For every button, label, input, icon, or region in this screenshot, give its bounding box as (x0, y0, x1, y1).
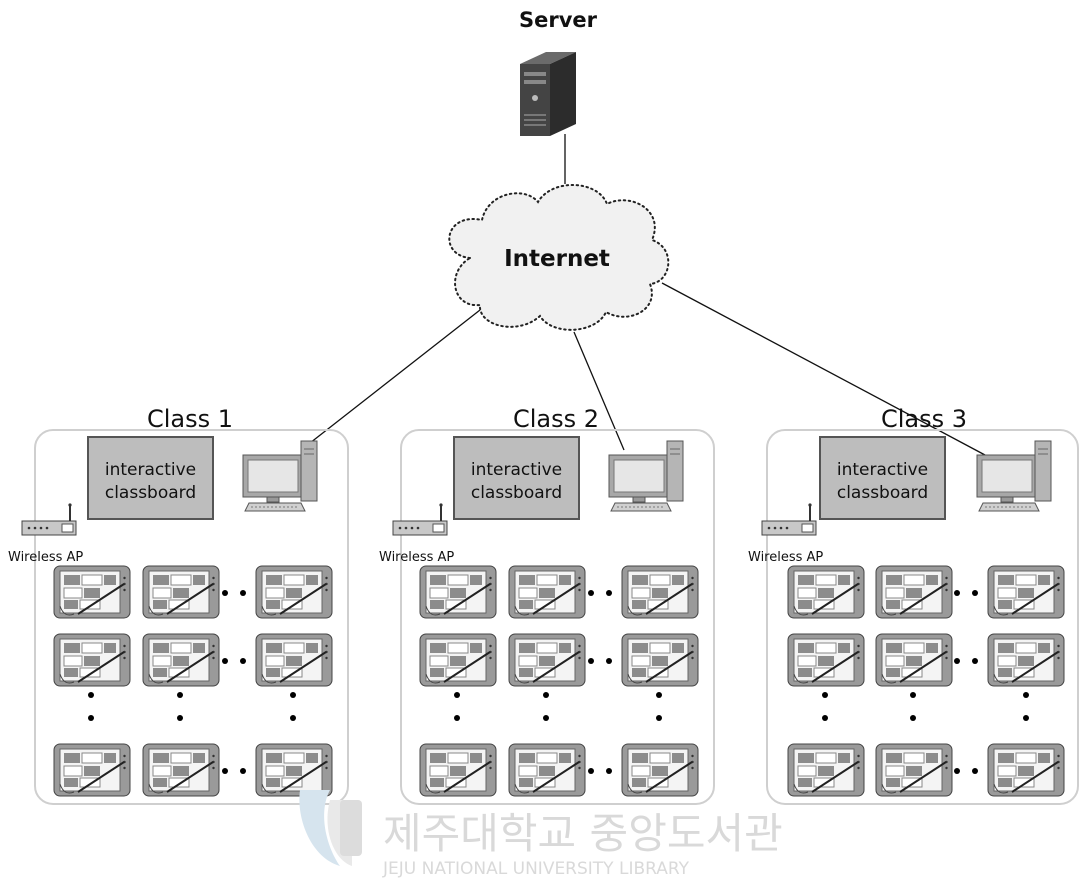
tablet-icon (621, 565, 699, 619)
wireless-ap-label: Wireless AP (8, 550, 83, 565)
pc-icon (242, 440, 318, 512)
class-box (34, 429, 349, 805)
tablet-grid (53, 565, 333, 797)
cloud-shape (448, 184, 670, 331)
tablet-icon (987, 565, 1065, 619)
tablet-icon (621, 633, 699, 687)
tablet-icon (987, 743, 1065, 797)
watermark-english: JEJU NATIONAL UNIVERSITY LIBRARY (382, 859, 690, 878)
tablet-icon (419, 565, 497, 619)
tablet-icon (255, 565, 333, 619)
classboard-label-line2: classboard (837, 483, 928, 503)
pc-icon (976, 440, 1052, 512)
tablet-icon (787, 633, 865, 687)
tablet-icon (787, 565, 865, 619)
library-watermark: 제주대학교 중앙도서관 JEJU NATIONAL UNIVERSITY LIB… (299, 790, 783, 878)
class-group-1: Class 1 interactive classboard Wireless … (8, 405, 349, 805)
tablet-icon (53, 565, 131, 619)
tablet-grid (787, 565, 1065, 797)
tablet-icon (875, 633, 953, 687)
tablet-icon (875, 743, 953, 797)
class-title: Class 1 (147, 405, 233, 433)
wireless-ap-icon (21, 502, 77, 536)
wireless-ap-icon (761, 502, 817, 536)
connection-lines (309, 134, 986, 456)
internet-to-class3-line (661, 282, 986, 456)
server-label: Server (519, 8, 598, 32)
wireless-ap-label: Wireless AP (748, 550, 823, 565)
tablet-icon (508, 743, 586, 797)
class-box (400, 429, 715, 805)
class-box (766, 429, 1079, 805)
classboard-label-line1: interactive (837, 460, 928, 480)
class-title: Class 2 (513, 405, 599, 433)
class-group-3: Class 3 interactive classboard Wireless … (748, 405, 1079, 805)
tablet-icon (53, 633, 131, 687)
classboard-label-line2: classboard (471, 483, 562, 503)
university-logo-icon (299, 790, 362, 866)
watermark-korean: 제주대학교 중앙도서관 (383, 809, 783, 858)
tablet-icon (987, 633, 1065, 687)
interactive-classboard: interactive classboard (819, 436, 946, 520)
classboard-label-line1: interactive (471, 460, 562, 480)
class-title: Class 3 (881, 405, 967, 433)
tablet-icon (621, 743, 699, 797)
pc-icon (608, 440, 684, 512)
tablet-icon (142, 633, 220, 687)
tablet-icon (419, 743, 497, 797)
tablet-icon (787, 743, 865, 797)
tablet-icon (142, 743, 220, 797)
tablet-grid (419, 565, 699, 797)
internet-label: Internet (504, 246, 610, 272)
ellipsis-dots (88, 590, 296, 774)
tablet-icon (255, 633, 333, 687)
classboard-label-line2: classboard (105, 483, 196, 503)
tablet-icon (53, 743, 131, 797)
ellipsis-dots (454, 590, 662, 774)
server-icon (520, 52, 576, 136)
class-group-2: Class 2 interactive classboard Wireless … (379, 405, 715, 805)
tablet-icon (508, 565, 586, 619)
tablet-icon (875, 565, 953, 619)
internet-cloud: Internet (448, 184, 670, 331)
ellipsis-dots (822, 590, 1029, 774)
interactive-classboard: interactive classboard (87, 436, 214, 520)
interactive-classboard: interactive classboard (453, 436, 580, 520)
server: Server (519, 8, 598, 136)
tablet-icon (419, 633, 497, 687)
wireless-ap-label: Wireless AP (379, 550, 454, 565)
tablet-icon (142, 565, 220, 619)
tablet-icon (508, 633, 586, 687)
classboard-label-line1: interactive (105, 460, 196, 480)
internet-to-class1-line (309, 309, 481, 444)
tablet-icon (255, 743, 333, 797)
